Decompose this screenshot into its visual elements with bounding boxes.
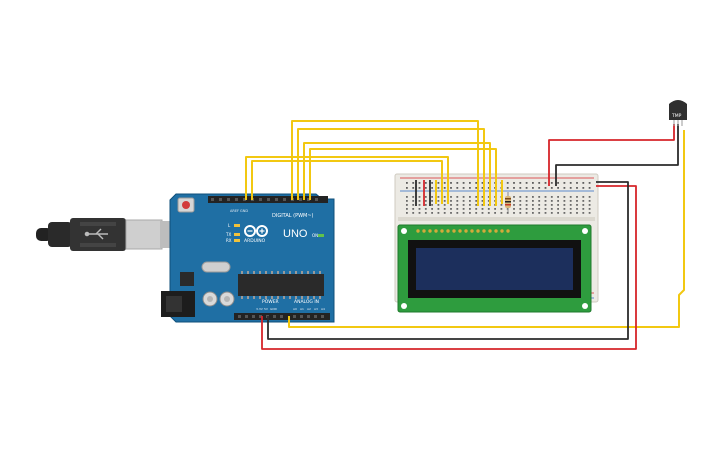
arduino-logo [244, 225, 268, 237]
svg-text:A1: A1 [300, 307, 304, 311]
analog-header[interactable] [290, 313, 330, 320]
analog-label: ANALOG IN [294, 299, 319, 305]
power-label: POWER [262, 299, 279, 305]
svg-text:L: L [228, 223, 231, 228]
l-led [234, 224, 240, 227]
svg-text:GND: GND [270, 307, 278, 311]
tmp-sensor[interactable]: TMP [669, 100, 687, 126]
resistor [505, 192, 511, 212]
svg-text:A3: A3 [314, 307, 318, 311]
lcd-screen [416, 248, 573, 290]
arduino-logo-text: ARDUINO [244, 238, 266, 244]
atmega-chip [238, 274, 324, 296]
uno-label: UNO [283, 228, 308, 240]
lcd-16x2[interactable] [397, 224, 592, 313]
svg-text:A0: A0 [293, 307, 297, 311]
svg-text:A2: A2 [307, 307, 311, 311]
lcd-header-pins [416, 229, 510, 233]
svg-text:5V: 5V [264, 307, 269, 311]
svg-text:3.3V: 3.3V [256, 307, 264, 311]
digital-label: DIGITAL (PWM~) [272, 213, 314, 219]
usb-chip [201, 261, 231, 273]
svg-text:TX: TX [225, 232, 231, 237]
power-wires[interactable] [261, 124, 675, 350]
svg-text:A4: A4 [321, 307, 325, 311]
usb-icon [84, 228, 108, 240]
tmp-label: TMP [671, 113, 682, 119]
svg-text:ON: ON [312, 233, 318, 238]
svg-text:AREF: AREF [230, 209, 239, 213]
ground-wires[interactable] [267, 124, 679, 340]
svg-text:RX: RX [226, 238, 232, 243]
svg-text:GND: GND [240, 209, 248, 213]
signal-wires[interactable] [245, 120, 685, 328]
usb-cable[interactable] [36, 218, 170, 251]
